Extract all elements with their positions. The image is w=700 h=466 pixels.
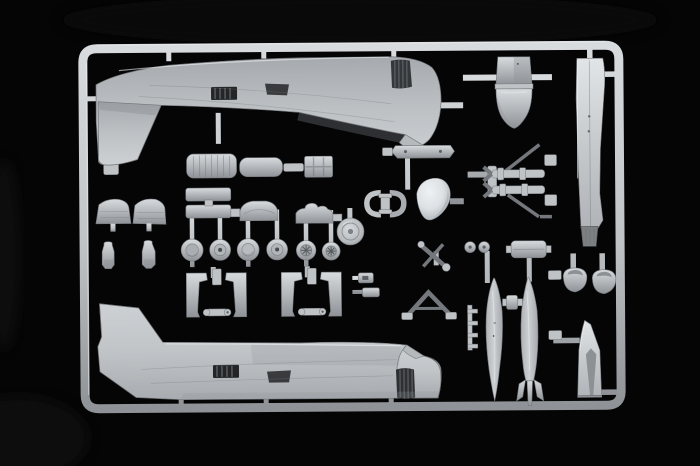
tank-bridge-connector — [502, 295, 523, 310]
main-wheels-row — [180, 238, 341, 262]
door-link-part — [202, 308, 232, 317]
wheel-3 — [236, 238, 260, 262]
flat-riveted-panel — [382, 144, 455, 159]
tank-fin-right — [533, 379, 545, 402]
bumpy-cowl-part — [295, 202, 343, 224]
gear-doors-cluster-1 — [185, 268, 247, 318]
fuselage-upper-nose-vents — [390, 59, 413, 89]
fuselage-lower-intake — [395, 368, 416, 400]
a-frame-brace — [401, 289, 457, 320]
wheel-2 — [209, 239, 231, 261]
canopy-arch-part — [230, 200, 279, 222]
fuselage-upper-tailfin — [97, 101, 162, 166]
runner-v0 — [170, 140, 180, 272]
wing-fold-panel — [575, 57, 606, 247]
fuselage-half-lower — [97, 303, 442, 401]
fuselage-upper-notch — [264, 83, 289, 96]
runner-h1 — [170, 137, 557, 148]
ladder-antenna-part — [467, 304, 479, 351]
engine-cowl-pair — [95, 198, 167, 232]
sprue — [56, 40, 626, 414]
small-clamp-parts — [358, 272, 380, 298]
fuselage-lower-grille — [212, 364, 240, 378]
wheel-4 — [266, 238, 288, 261]
runner-h4 — [152, 316, 465, 326]
canopy-shield — [495, 88, 533, 129]
bench-frame-part — [304, 143, 333, 178]
gear-doors-cluster-2 — [280, 267, 342, 317]
sidewall-slabs — [185, 187, 232, 219]
small-pylon-parts — [101, 240, 156, 270]
nose-radome-egg — [416, 177, 451, 221]
wheel-6 — [321, 241, 341, 261]
finned-tank — [516, 276, 545, 407]
runner-v1 — [458, 46, 470, 407]
fuselage-lower-windscreen — [402, 344, 425, 359]
radar-dish — [336, 217, 365, 246]
intake-scoop-1 — [563, 267, 588, 293]
fuselage-half-upper — [95, 56, 442, 166]
tank-fin-left — [516, 379, 526, 402]
runner-h2-left — [83, 228, 181, 236]
oleo-strut-upper — [482, 165, 545, 183]
gear-bay-box — [505, 240, 552, 259]
wing-panel-root-tip — [580, 225, 599, 247]
tank-fin-center — [526, 380, 533, 407]
backdrop-smudge-left — [0, 160, 20, 350]
intake-scoop-2 — [592, 269, 617, 295]
landing-gear-struts — [482, 140, 552, 219]
door-link-part — [297, 307, 327, 316]
runner-h2-right — [464, 232, 554, 240]
backdrop-sheen-top — [60, 0, 660, 46]
wheel-5 — [296, 240, 317, 261]
tail-fin-blade — [577, 319, 602, 398]
backdrop-smudge-bottomleft — [0, 396, 88, 466]
drop-tank-plain — [485, 277, 503, 402]
sprue-outer-frame — [56, 40, 626, 414]
fin-rudder-channel — [585, 348, 597, 397]
intake-ring-pair — [364, 189, 407, 218]
windscreen-box — [494, 45, 534, 90]
runner-h3 — [84, 261, 465, 272]
gear-leg-x-strut — [417, 240, 451, 272]
ribbed-intake-ramp — [186, 143, 238, 179]
fuselage-upper-grille — [211, 86, 238, 100]
fuselage-lower-notch — [266, 370, 291, 383]
runner-v2 — [547, 45, 558, 406]
hub-discs-pair — [464, 241, 490, 253]
oleo-strut-lower — [482, 181, 545, 199]
smooth-duct-part — [239, 157, 304, 178]
wheel-1 — [180, 238, 204, 262]
